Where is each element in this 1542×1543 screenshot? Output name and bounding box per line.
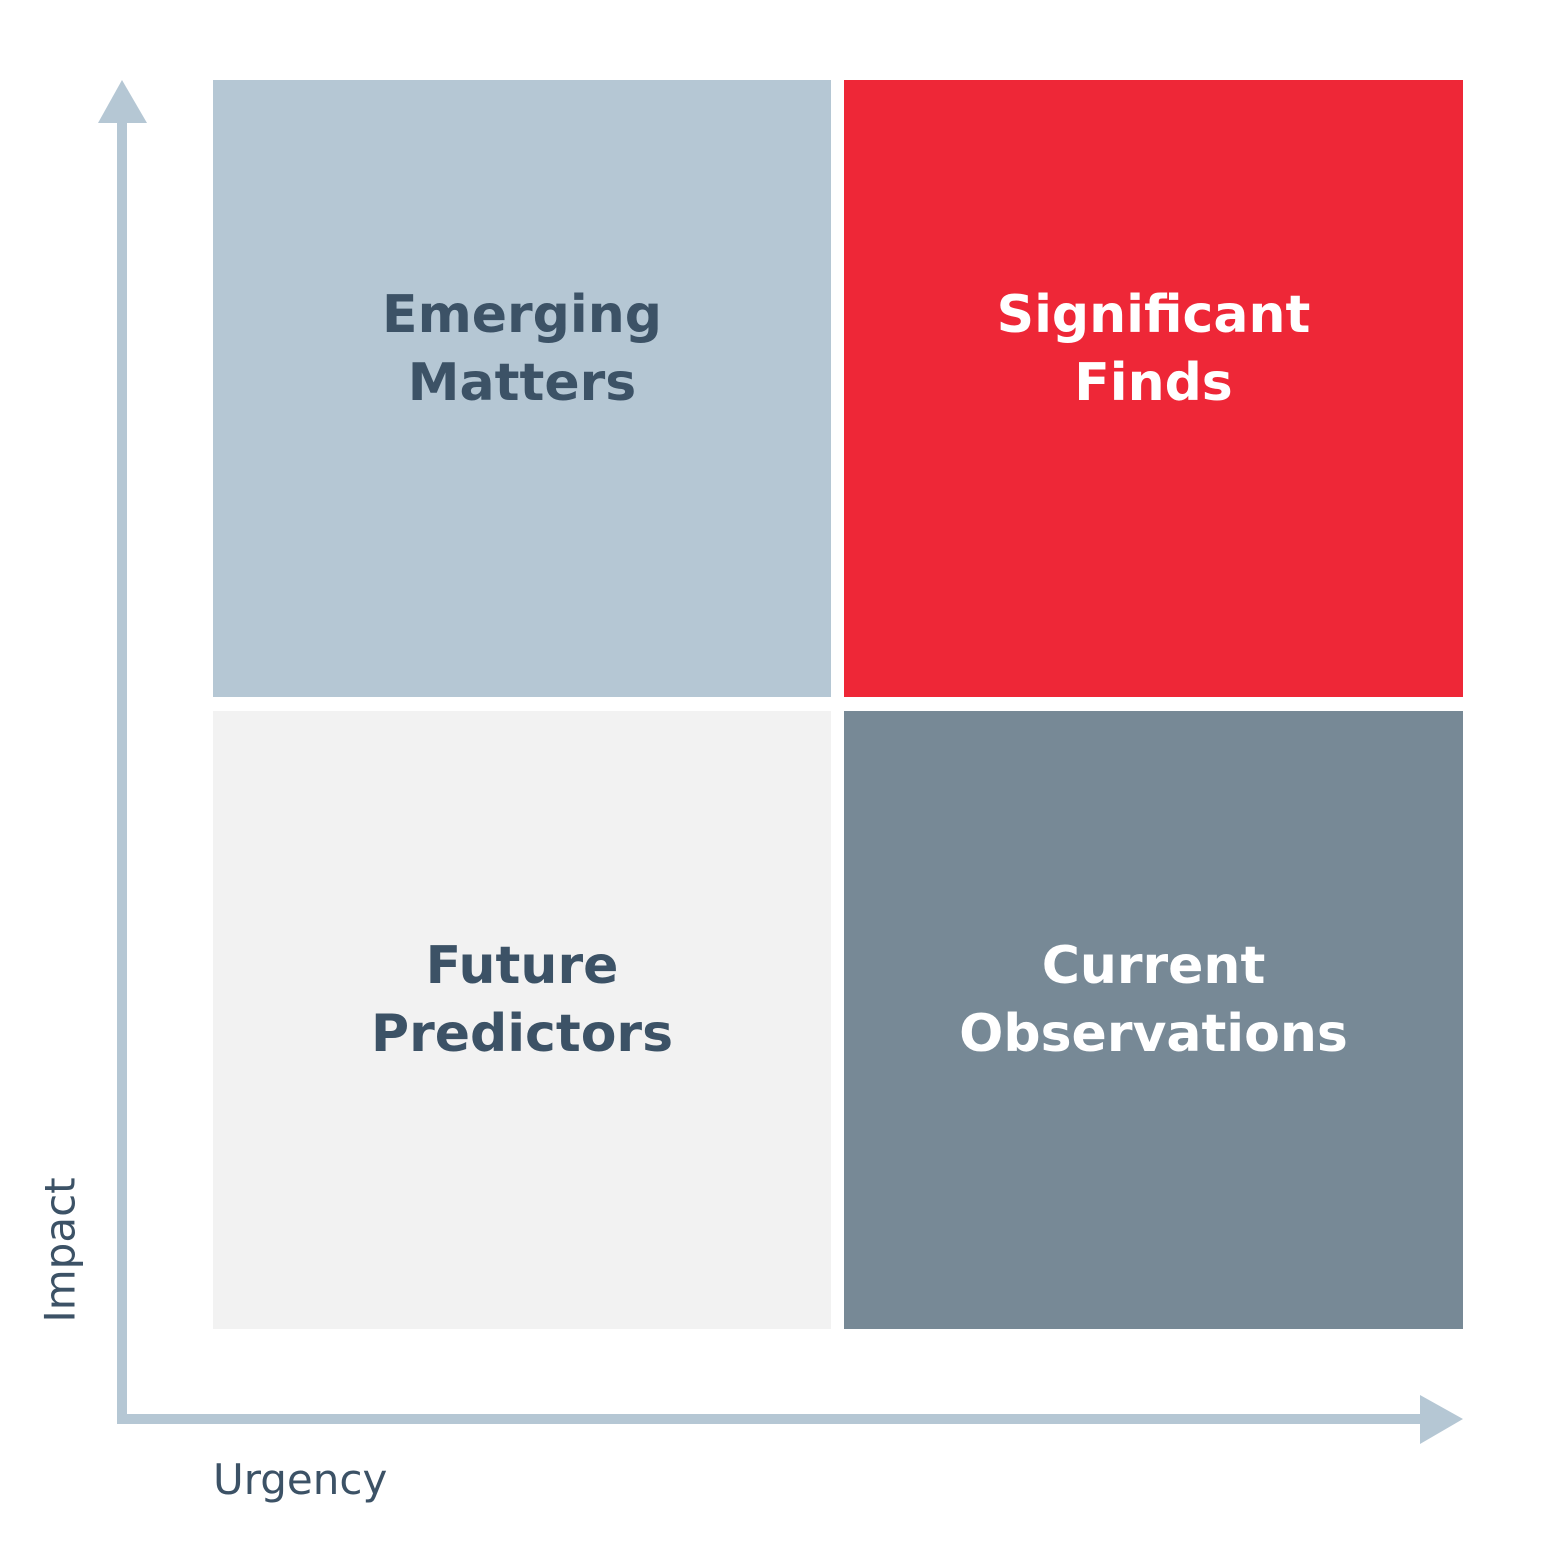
x-axis-arrowhead [1420, 1395, 1463, 1444]
quadrant-emerging-matters: Emerging Matters [213, 80, 831, 697]
quadrant-current-observations: Current Observations [844, 711, 1463, 1329]
quadrant-label-line1: Significant [996, 284, 1311, 345]
quadrant-label-line1: Emerging [382, 284, 662, 345]
quadrant-future-predictors: Future Predictors [213, 711, 831, 1329]
x-axis-label: Urgency [213, 1455, 388, 1504]
quadrant-label-line2: Finds [1074, 352, 1233, 413]
quadrant-label-line2: Predictors [370, 1004, 674, 1064]
quadrant-label: Significant Finds [997, 281, 1311, 417]
quadrant-label: Emerging Matters [382, 281, 662, 417]
y-axis-label: Impact [35, 1177, 85, 1323]
quadrant-label: Future Predictors [371, 932, 673, 1068]
quadrant-label-line2: Matters [407, 352, 637, 413]
quadrant-label-line2: Observations [959, 1004, 1348, 1064]
quadrant-label-line1: Current [1041, 936, 1266, 996]
quadrant-label-line1: Future [425, 936, 619, 996]
quadrant-label: Current Observations [959, 932, 1348, 1068]
quadrant-significant-finds: Significant Finds [844, 80, 1463, 697]
y-axis-arrowhead [98, 80, 147, 123]
